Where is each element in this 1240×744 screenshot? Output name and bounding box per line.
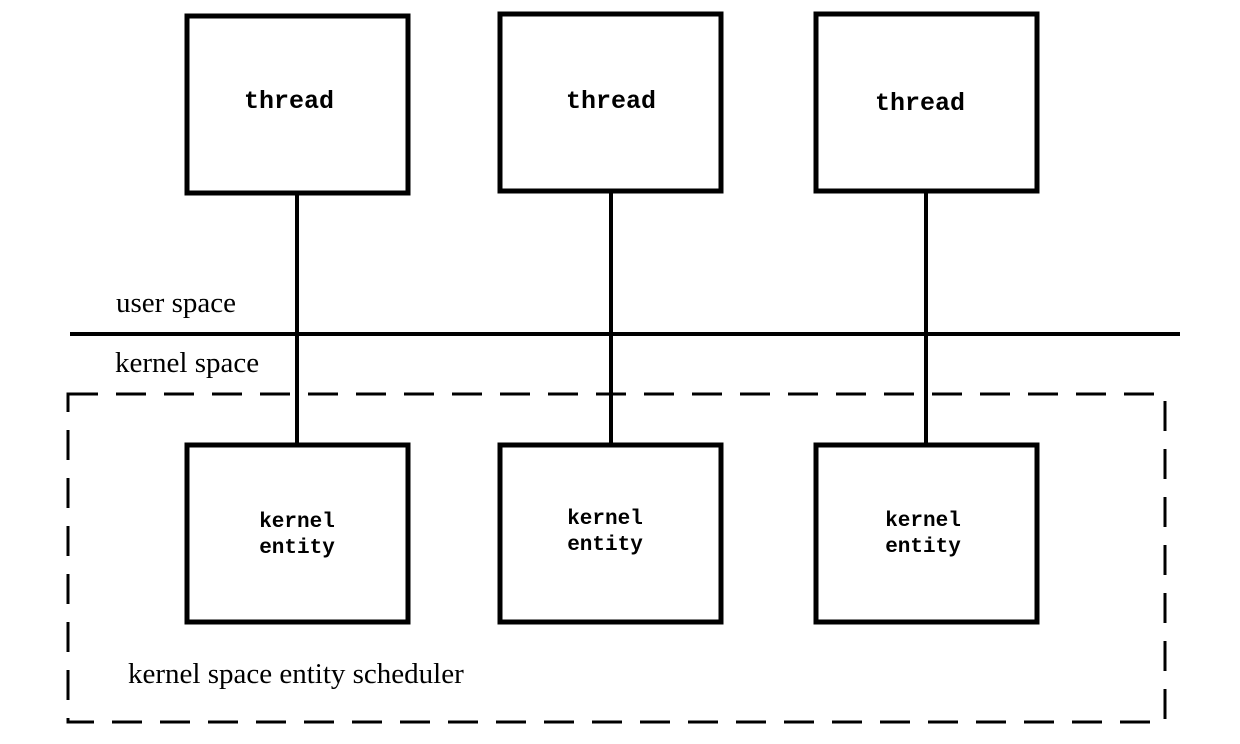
kernel-entity-box-3: kernel entity (813, 442, 1040, 625)
kernel-entity-label-line1: kernel (567, 508, 643, 531)
thread-box-2: thread (497, 11, 724, 194)
kernel-scheduler-boundary (66, 392, 1167, 724)
kernel-entity-label-line2: entity (885, 536, 961, 559)
kernel-entity-box-2: kernel entity (497, 442, 724, 625)
kernel-entity-label-line1: kernel (885, 510, 961, 533)
kernel-entity-box-1: kernel entity (184, 442, 411, 625)
kernel-entity-label-line2: entity (567, 534, 643, 557)
thread-label: thread (244, 87, 334, 116)
kernel-space-label: kernel space (115, 347, 259, 379)
thread-box-3: thread (813, 11, 1040, 194)
kernel-entity-label-line1: kernel (259, 511, 335, 534)
scheduler-label: kernel space entity scheduler (128, 658, 464, 690)
user-space-label: user space (116, 287, 236, 319)
thread-box-1: thread (184, 13, 411, 196)
thread-label: thread (875, 89, 965, 118)
thread-label: thread (566, 87, 656, 116)
kernel-entity-label-line2: entity (259, 537, 335, 560)
